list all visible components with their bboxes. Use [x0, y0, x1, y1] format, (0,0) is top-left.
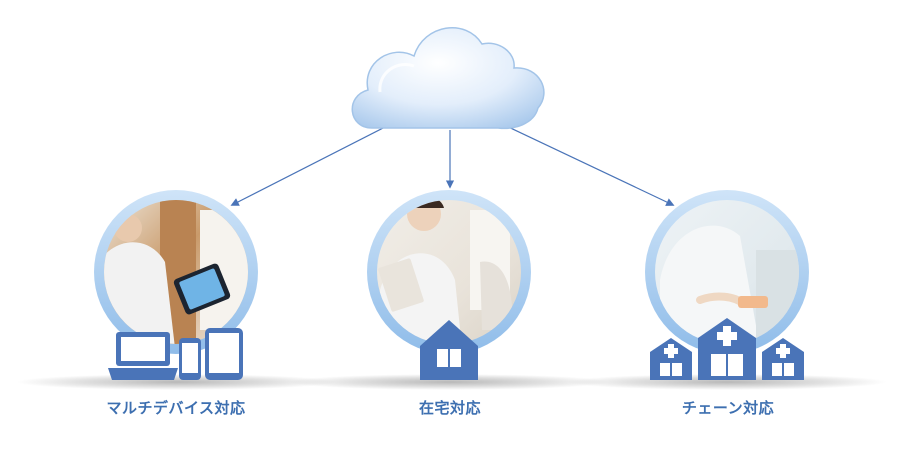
tablet-icon — [205, 328, 243, 380]
node-1-photo — [104, 200, 248, 344]
node-1-shadow — [16, 374, 336, 390]
node-label-multi-device: マルチデバイス対応 — [106, 399, 246, 417]
node-2-shadow — [289, 374, 609, 390]
node-3-shadow — [567, 374, 887, 390]
hospital-icon — [698, 318, 756, 380]
node-home-care — [367, 190, 531, 380]
facility-icons — [650, 318, 804, 380]
node-label-chain: チェーン対応 — [681, 399, 775, 417]
clinic-icon — [762, 338, 804, 380]
node-chain — [645, 190, 809, 380]
arrow-to-node-1 — [230, 126, 386, 206]
arrow-to-node-3 — [499, 122, 675, 206]
laptop-icon — [108, 332, 178, 380]
node-3-photo — [655, 200, 799, 344]
clinic-icon — [650, 338, 692, 380]
cloud-icon — [351, 27, 545, 130]
house-icon — [420, 320, 478, 380]
smartphone-icon — [179, 338, 201, 380]
node-multi-device — [94, 190, 258, 380]
node-label-home-care: 在宅対応 — [418, 399, 481, 417]
device-icons — [108, 328, 243, 380]
